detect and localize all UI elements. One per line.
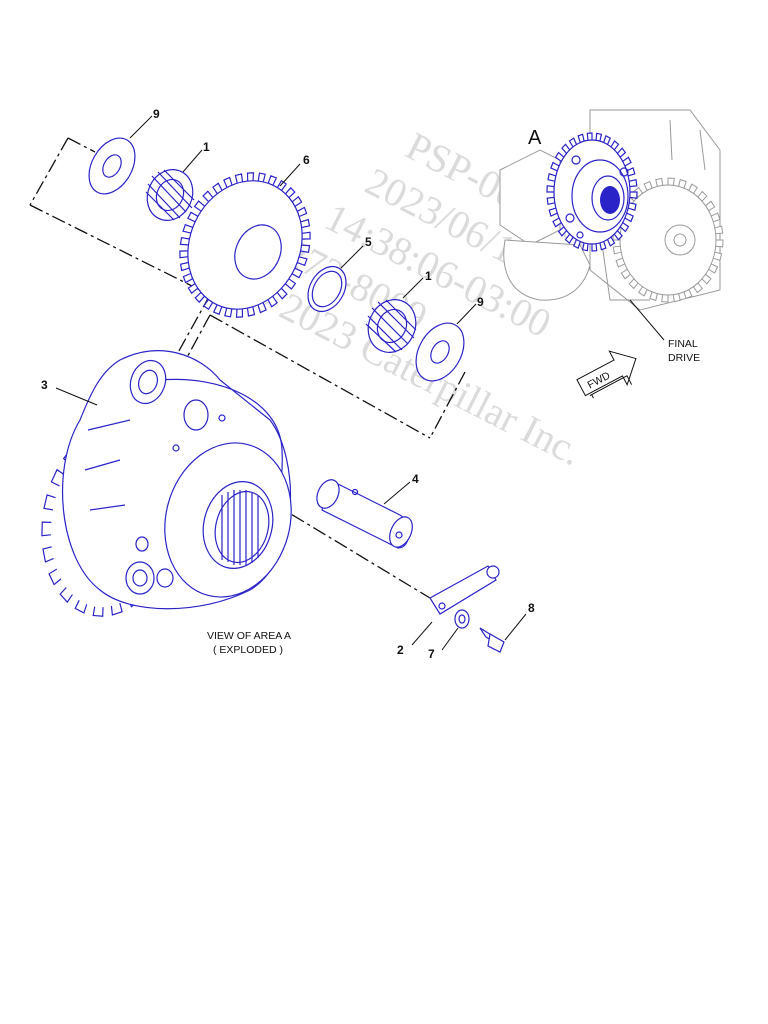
needle-bearing-1-right	[365, 299, 417, 353]
callout-1-right: 1	[425, 269, 432, 283]
callout-9-right: 9	[477, 295, 484, 309]
callout-9-left: 9	[153, 107, 160, 121]
pin-4	[316, 479, 413, 549]
forward-arrow-icon: FWD	[576, 350, 637, 399]
callout-6: 6	[303, 153, 310, 167]
caption-line2: ( EXPLODED )	[213, 644, 283, 656]
gear-teeth	[546, 132, 638, 252]
callout-8: 8	[528, 601, 535, 615]
planet-carrier-3	[41, 350, 292, 617]
thrust-washer-9-left	[88, 137, 136, 195]
callout-1-left: 1	[203, 140, 210, 154]
view-a-label: A	[528, 127, 542, 149]
callout-7: 7	[428, 647, 435, 661]
callout-5: 5	[365, 235, 372, 249]
callouts: 9 1 6 5 1 9 3 4 2 7 8	[41, 107, 535, 661]
callout-3: 3	[41, 378, 48, 392]
washer-7	[454, 609, 470, 629]
thrust-washer-9-right	[415, 322, 465, 382]
needle-bearing-1-left	[145, 169, 195, 221]
final-drive-label-line1: FINAL	[668, 338, 698, 350]
spacer-ring-5	[307, 265, 347, 313]
callout-4: 4	[412, 472, 419, 486]
lock-plate-2	[429, 565, 500, 615]
caption-line1: VIEW OF AREA A	[207, 630, 291, 642]
callout-2: 2	[397, 643, 404, 657]
final-drive-label-line2: DRIVE	[668, 352, 700, 364]
final-drive-context	[499, 109, 724, 311]
bolt-8	[479, 627, 505, 653]
